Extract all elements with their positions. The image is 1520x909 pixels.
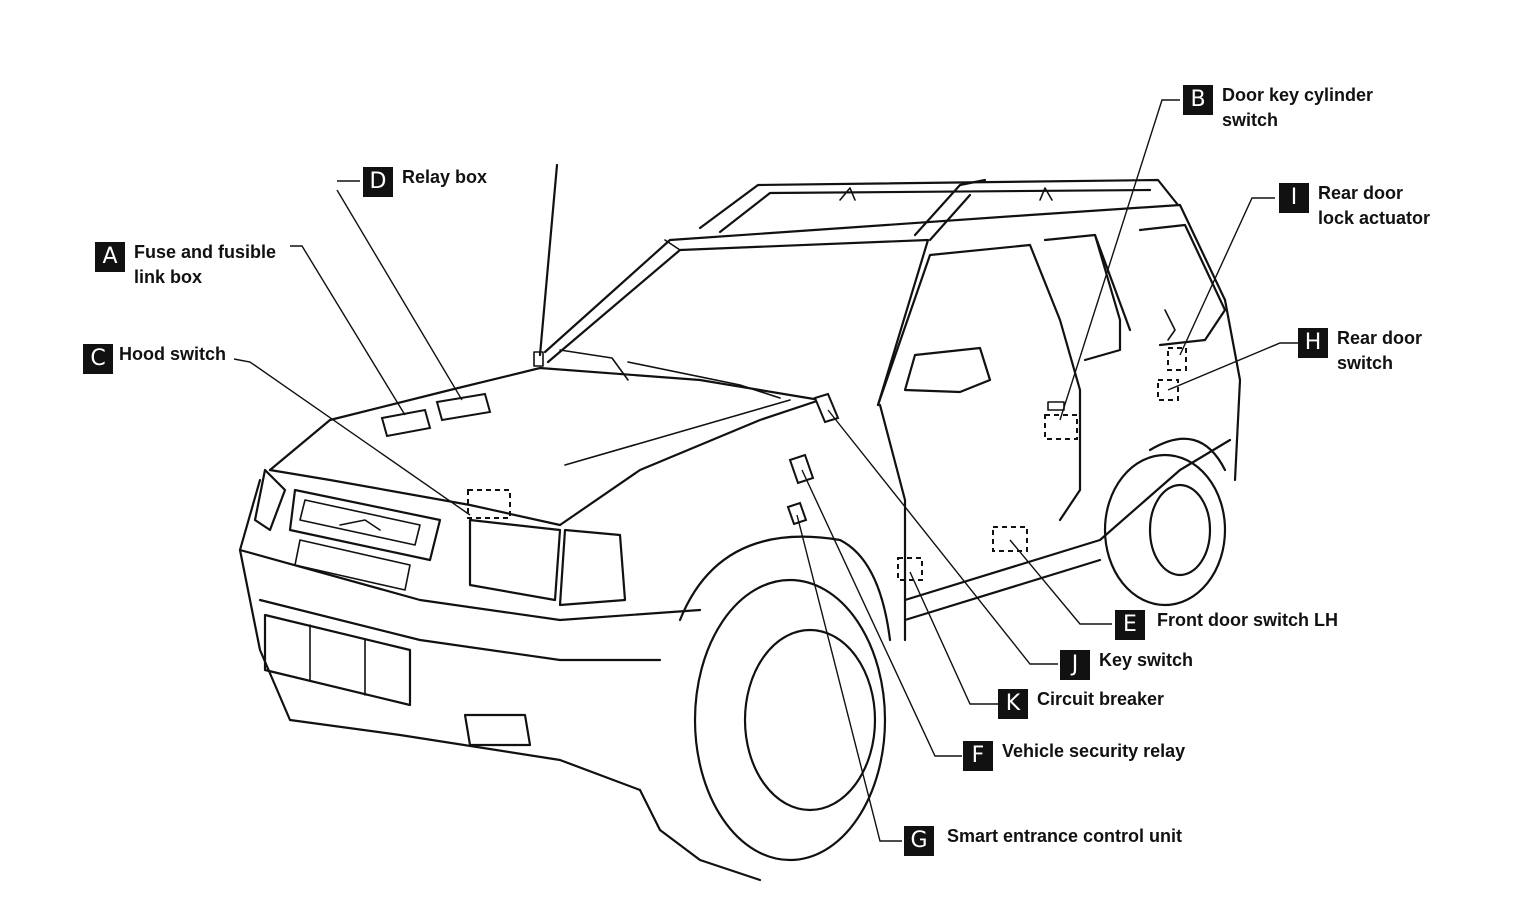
callout-c-label: Hood switch bbox=[119, 344, 226, 364]
callout-k: K Circuit breaker bbox=[998, 689, 1164, 719]
callout-g-label: Smart entrance control unit bbox=[947, 826, 1183, 846]
callout-j-label: Key switch bbox=[1099, 650, 1194, 670]
callout-d-label: Relay box bbox=[402, 167, 488, 187]
callout-b-label: Door key cylinder switch bbox=[1222, 85, 1374, 130]
callout-d-badge: D bbox=[363, 167, 393, 197]
callout-k-label: Circuit breaker bbox=[1037, 689, 1165, 709]
callout-h: H Rear door switch bbox=[1298, 328, 1422, 376]
callout-a: A Fuse and fusible link box bbox=[95, 242, 276, 290]
callout-i: I Rear door lock actuator bbox=[1279, 183, 1430, 231]
component-markers bbox=[380, 347, 1187, 581]
callout-e: E Front door switch LH bbox=[1115, 610, 1338, 640]
callout-h-label: Rear door switch bbox=[1337, 328, 1423, 373]
callout-b-badge: B bbox=[1183, 85, 1213, 115]
callout-b: B Door key cylinder switch bbox=[1183, 85, 1373, 133]
callout-e-label: Front door switch LH bbox=[1157, 610, 1338, 630]
callout-j: J Key switch bbox=[1060, 650, 1193, 680]
callout-f: F Vehicle security relay bbox=[963, 741, 1185, 771]
callout-c: C Hood switch bbox=[83, 344, 226, 374]
callout-i-badge: I bbox=[1279, 183, 1309, 213]
callout-f-badge: F bbox=[963, 741, 993, 771]
callout-a-label: Fuse and fusible link box bbox=[134, 242, 277, 287]
leader-lines bbox=[233, 99, 1298, 842]
callout-f-label: Vehicle security relay bbox=[1002, 741, 1186, 761]
callout-c-badge: C bbox=[83, 344, 113, 374]
callout-g: G Smart entrance control unit bbox=[904, 826, 1182, 856]
callout-d: D Relay box bbox=[363, 167, 487, 197]
callout-a-badge: A bbox=[95, 242, 125, 272]
callout-h-badge: H bbox=[1298, 328, 1328, 358]
callout-e-badge: E bbox=[1115, 610, 1145, 640]
callout-g-badge: G bbox=[904, 826, 934, 856]
callout-i-label: Rear door lock actuator bbox=[1318, 183, 1431, 228]
vehicle-outline bbox=[238, 163, 1242, 882]
callout-k-badge: K bbox=[998, 689, 1028, 719]
callout-j-badge: J bbox=[1060, 650, 1090, 680]
